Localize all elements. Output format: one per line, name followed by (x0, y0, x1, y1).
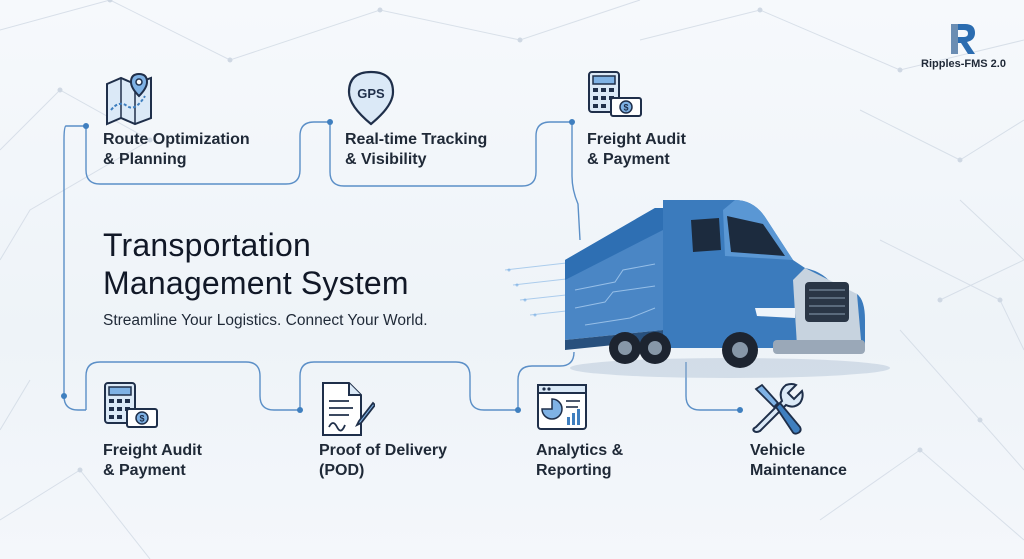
feature-label: Freight Audit & Payment (103, 442, 202, 479)
title-line-2: Management System (103, 265, 409, 301)
brand: Ripples-FMS 2.0 (921, 22, 1013, 72)
feature-label: Freight Audit & Payment (587, 131, 686, 168)
gps-pin-icon: GPS (347, 70, 395, 126)
gps-text: GPS (357, 86, 385, 101)
document-signature-icon (322, 382, 375, 436)
svg-text:$: $ (139, 414, 144, 424)
feature-label: Route Optimization & Planning (103, 131, 250, 168)
brand-name: Ripples-FMS 2.0 (921, 58, 1006, 70)
calculator-money-icon: $ (104, 382, 158, 428)
feature-label: Proof of Delivery (POD) (319, 442, 448, 479)
truck-illustration (505, 200, 890, 378)
feature-label: Analytics & Reporting (536, 442, 624, 479)
title-line-1: Transportation (103, 227, 311, 263)
tagline: Streamline Your Logistics. Connect Your … (103, 312, 428, 329)
map-pin-icon (106, 72, 152, 126)
feature-label: Real-time Tracking & Visibility (345, 131, 488, 168)
feature-label: Vehicle Maintenance (750, 442, 847, 479)
analytics-dashboard-icon (537, 384, 587, 430)
calculator-money-icon: $ (588, 71, 642, 117)
page-title: Transportation Management System (103, 226, 409, 302)
wrench-screwdriver-icon (752, 383, 804, 435)
r-logo-icon (951, 24, 975, 54)
svg-text:$: $ (623, 103, 628, 113)
